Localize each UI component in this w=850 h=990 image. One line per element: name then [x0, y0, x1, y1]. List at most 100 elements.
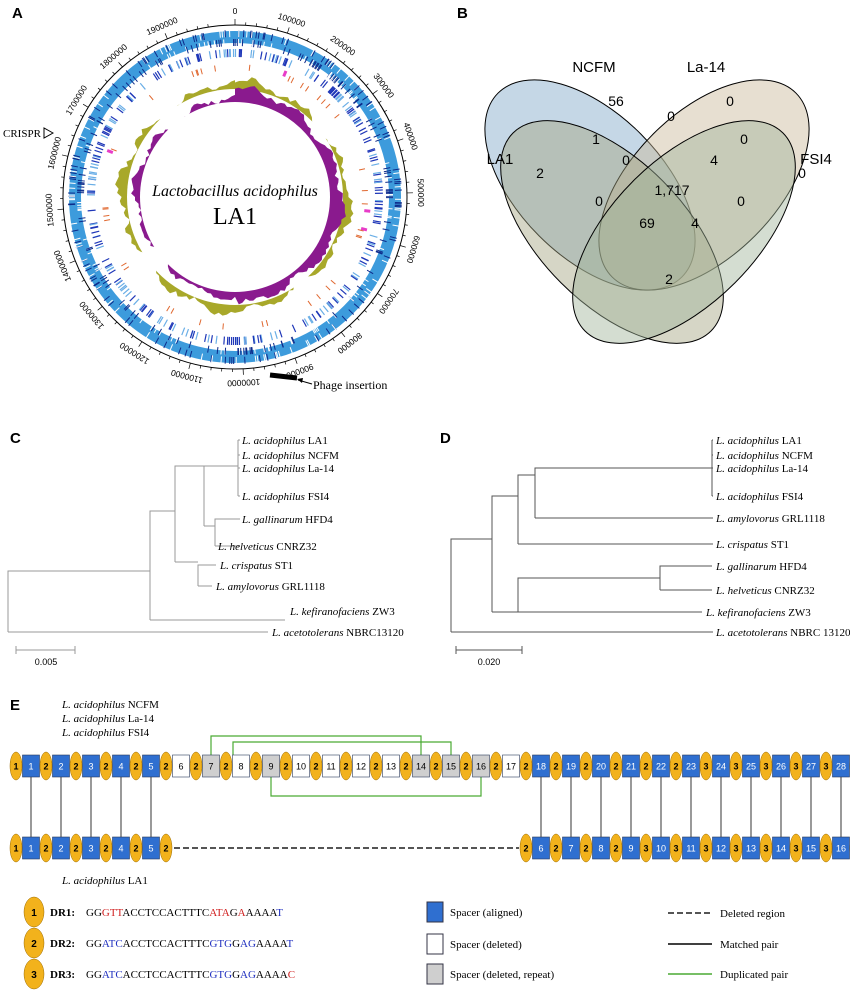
- gene-mark: [311, 50, 316, 57]
- gene-mark: [373, 134, 381, 138]
- gene-mark: [106, 103, 113, 109]
- gene-mark: [90, 225, 99, 229]
- gene-mark: [329, 87, 336, 95]
- gene-mark: [159, 57, 164, 65]
- gene-mark: [332, 76, 338, 83]
- strain-label: L. acidophilus La-14: [61, 713, 154, 725]
- taxon-label: L. acetotolerans NBRC13120: [271, 627, 404, 639]
- repeat-oval: [699, 751, 713, 781]
- tick-mark: [297, 33, 299, 37]
- gene-mark: [263, 354, 266, 362]
- gene-mark: [143, 57, 148, 64]
- spacer-number: 4: [118, 762, 123, 772]
- gene-mark: [150, 324, 156, 332]
- repeat-oval: [9, 751, 23, 781]
- tick-mark: [334, 51, 339, 58]
- gene-mark: [374, 186, 383, 189]
- outer-strand-track: [67, 30, 402, 364]
- gene-mark: [96, 102, 104, 108]
- gene-mark: [255, 31, 258, 39]
- spacer-number: 16: [836, 844, 846, 854]
- gene-mark: [367, 149, 376, 153]
- strain-label: L. acidophilus NCFM: [61, 699, 159, 711]
- gene-mark: [353, 118, 362, 124]
- gene-mark: [291, 336, 296, 344]
- spacer-number: 15: [446, 762, 456, 772]
- gene-mark: [75, 145, 83, 149]
- gene-mark: [267, 344, 270, 352]
- pink-mark: [364, 209, 371, 213]
- gene-mark: [358, 127, 367, 133]
- venn-count: 0: [798, 165, 806, 181]
- gene-mark: [271, 54, 275, 63]
- spacer-number: 10: [656, 844, 666, 854]
- gene-mark: [262, 41, 265, 49]
- spacer-number: 18: [536, 762, 546, 772]
- repeat-number: 2: [43, 844, 48, 854]
- gene-mark: [316, 64, 322, 71]
- spacer-box: [652, 836, 670, 860]
- venn-count: 69: [639, 215, 655, 231]
- gene-mark: [160, 68, 167, 76]
- insertion-mark: [325, 103, 331, 109]
- gene-mark: [101, 257, 110, 263]
- gene-mark: [74, 240, 82, 244]
- repeat-number: 2: [343, 762, 348, 772]
- gc-skew-track: [131, 86, 346, 305]
- gene-mark: [313, 74, 320, 82]
- venn-count: 2: [665, 271, 673, 287]
- gene-mark: [274, 331, 278, 340]
- legend-text: Spacer (aligned): [450, 907, 523, 919]
- taxon-label: L. amylovorus GRL1118: [715, 513, 825, 525]
- tick-mark: [392, 265, 396, 268]
- gene-mark: [309, 59, 315, 67]
- gene-mark: [324, 58, 330, 66]
- tick-label: 1800000: [98, 42, 130, 71]
- insertion-mark: [104, 219, 111, 222]
- insertion-mark: [191, 71, 195, 78]
- gene-mark: [362, 277, 369, 283]
- gene-mark: [96, 143, 105, 148]
- gene-mark: [167, 333, 172, 341]
- gene-mark: [152, 73, 159, 81]
- panel-label-d: D: [440, 430, 451, 447]
- repeat-oval: [789, 833, 803, 863]
- gene-mark: [253, 40, 255, 48]
- gene-mark: [356, 102, 363, 108]
- gene-mark: [221, 30, 224, 38]
- scale-bar-c: [15, 646, 76, 654]
- tick-mark: [284, 361, 287, 365]
- spacer-number: 2: [58, 762, 63, 772]
- tick-mark: [82, 103, 89, 108]
- gene-mark: [215, 40, 218, 48]
- gene-mark: [367, 147, 376, 152]
- repeat-number: 2: [223, 762, 228, 772]
- gene-mark: [176, 60, 181, 69]
- gene-mark: [163, 45, 168, 53]
- gene-mark: [374, 116, 382, 121]
- spacer-number: 25: [746, 762, 756, 772]
- repeat-number: 3: [733, 762, 738, 772]
- venn-label-ncfm: NCFM: [572, 59, 615, 76]
- insertion-mark: [325, 285, 331, 291]
- tick-mark: [276, 27, 279, 31]
- repeat-oval: [549, 833, 563, 863]
- panel-label-c: C: [10, 430, 21, 447]
- gene-mark: [106, 285, 114, 291]
- gene-mark: [263, 345, 266, 353]
- tick-mark: [266, 24, 268, 29]
- spacer-number: 28: [836, 762, 846, 772]
- spacer-box: [112, 754, 130, 778]
- tick-mark: [314, 349, 317, 353]
- legend-text: Spacer (deleted, repeat): [450, 969, 554, 981]
- genome-species: Lactobacillus acidophilus: [151, 183, 318, 200]
- gene-mark: [327, 71, 333, 78]
- gene-mark: [375, 138, 383, 142]
- gene-mark: [349, 112, 357, 118]
- spacer-number: 12: [716, 844, 726, 854]
- gene-mark: [166, 44, 171, 51]
- gene-mark: [268, 53, 272, 62]
- gene-mark: [254, 355, 257, 363]
- gene-mark: [330, 89, 338, 96]
